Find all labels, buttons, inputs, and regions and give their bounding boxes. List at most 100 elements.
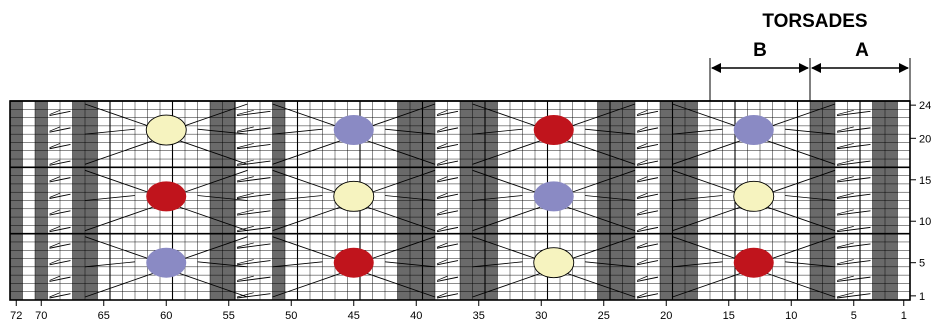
twist-mark bbox=[636, 292, 648, 298]
twist-mark bbox=[436, 242, 448, 248]
twist-mark bbox=[49, 275, 61, 281]
twist-mark bbox=[836, 260, 871, 266]
panel-a-label: A bbox=[855, 40, 869, 61]
twist-mark bbox=[236, 144, 271, 150]
twist-mark bbox=[436, 159, 448, 165]
x-tick-label: 25 bbox=[598, 310, 610, 322]
x-tick-label: 10 bbox=[785, 310, 797, 322]
twist-mark bbox=[836, 242, 854, 248]
twist-mark bbox=[236, 242, 254, 248]
twist-mark bbox=[49, 109, 61, 115]
y-tick-label: 5 bbox=[919, 258, 925, 270]
twist-mark bbox=[836, 243, 871, 249]
x-tick-label: 20 bbox=[660, 310, 672, 322]
panel-b-label: B bbox=[753, 40, 767, 61]
twist-mark bbox=[236, 159, 254, 165]
twist-mark bbox=[49, 126, 61, 132]
twist-mark bbox=[436, 126, 448, 132]
x-tick-label: 60 bbox=[160, 310, 172, 322]
twist-mark bbox=[836, 159, 854, 165]
x-tick-label: 50 bbox=[285, 310, 297, 322]
twist-mark bbox=[49, 192, 61, 198]
x-tick-label: 30 bbox=[535, 310, 547, 322]
twist-mark bbox=[836, 210, 871, 216]
bobble-blue bbox=[733, 115, 774, 146]
twist-mark bbox=[836, 276, 871, 282]
bracket-a-arrowhead bbox=[811, 63, 821, 73]
twist-mark bbox=[836, 292, 854, 298]
bobble-blue bbox=[146, 247, 187, 278]
twist-mark bbox=[236, 177, 271, 183]
twist-mark bbox=[49, 292, 61, 298]
twist-mark bbox=[49, 226, 61, 231]
twist-mark bbox=[49, 143, 61, 149]
twist-mark bbox=[236, 127, 271, 133]
bobble-red bbox=[533, 115, 574, 146]
twist-mark bbox=[236, 109, 254, 115]
bobble-yellow bbox=[533, 247, 575, 279]
chart-grid bbox=[9, 100, 911, 301]
y-tick-label: 15 bbox=[919, 175, 931, 187]
twist-mark bbox=[236, 226, 271, 233]
twist-mark bbox=[636, 192, 648, 198]
twist-mark bbox=[436, 192, 448, 198]
y-tick-label: 20 bbox=[919, 133, 931, 145]
twist-mark bbox=[636, 126, 648, 132]
twist-mark bbox=[636, 159, 648, 165]
twist-mark bbox=[636, 226, 648, 231]
twist-mark bbox=[436, 292, 448, 298]
twist-mark bbox=[436, 226, 448, 231]
twist-mark bbox=[236, 275, 254, 281]
twist-mark bbox=[836, 226, 854, 232]
y-tick-label: 10 bbox=[919, 216, 931, 228]
twist-mark bbox=[836, 160, 871, 166]
chart-border bbox=[9, 100, 911, 301]
x-tick-label: 72 bbox=[10, 310, 22, 322]
twist-mark bbox=[836, 226, 871, 233]
twist-mark bbox=[836, 109, 854, 115]
twist-mark bbox=[236, 192, 254, 198]
twist-mark bbox=[236, 110, 271, 117]
twist-mark bbox=[236, 176, 254, 182]
twist-mark bbox=[236, 260, 271, 266]
twist-mark bbox=[836, 127, 871, 133]
twist-mark bbox=[236, 160, 271, 166]
twist-mark bbox=[49, 159, 61, 165]
twist-mark bbox=[236, 293, 271, 299]
x-tick-label: 45 bbox=[348, 310, 360, 322]
bracket-b-arrowhead bbox=[799, 63, 809, 73]
bobble-yellow bbox=[333, 180, 375, 212]
twist-mark bbox=[636, 109, 648, 115]
twist-mark bbox=[236, 210, 271, 216]
twist-mark bbox=[636, 209, 648, 215]
twist-mark bbox=[49, 176, 61, 182]
twist-mark bbox=[836, 209, 854, 215]
twist-mark bbox=[436, 275, 448, 281]
x-tick-label: 5 bbox=[851, 310, 857, 322]
twist-mark bbox=[236, 243, 271, 249]
bobble-blue bbox=[333, 115, 374, 146]
twist-mark bbox=[836, 126, 854, 132]
twist-mark bbox=[436, 259, 448, 265]
twist-mark bbox=[836, 193, 871, 199]
x-tick-label: 35 bbox=[473, 310, 485, 322]
bracket-b-arrowhead bbox=[711, 63, 721, 73]
twist-mark bbox=[636, 143, 648, 149]
y-tick-label: 1 bbox=[919, 291, 925, 303]
twist-mark bbox=[836, 144, 871, 150]
twist-mark bbox=[236, 259, 254, 265]
x-tick-label: 40 bbox=[410, 310, 422, 322]
x-tick-label: 65 bbox=[98, 310, 110, 322]
twist-mark bbox=[836, 192, 854, 198]
bobble-red bbox=[733, 247, 774, 278]
twist-mark bbox=[49, 242, 61, 248]
twist-mark bbox=[836, 293, 871, 299]
bracket-a-arrowhead bbox=[899, 63, 909, 73]
twist-mark bbox=[49, 209, 61, 215]
twist-mark bbox=[636, 176, 648, 182]
twist-mark bbox=[49, 259, 61, 265]
twist-mark bbox=[836, 143, 854, 149]
twist-mark bbox=[836, 110, 871, 117]
